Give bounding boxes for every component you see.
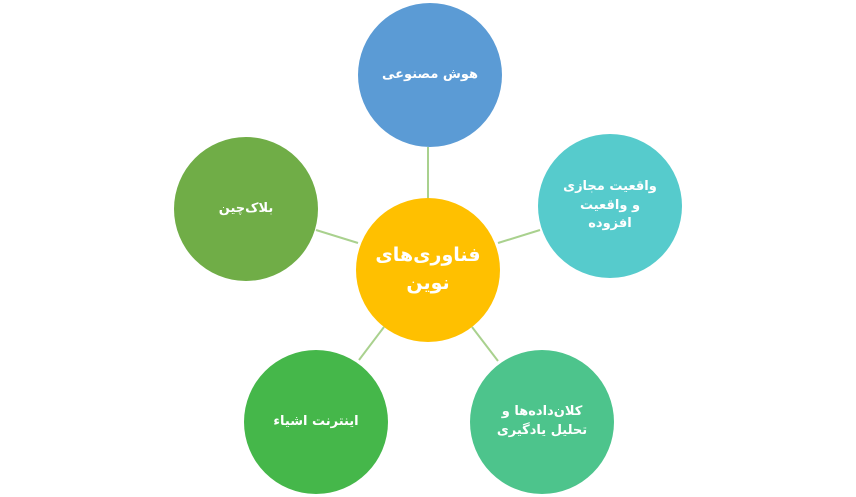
center-node-new-technologies: فناوری‌های نوین: [356, 198, 500, 342]
connector-vr: [497, 229, 541, 244]
node-virtual-augmented-reality: واقعیت مجازی و واقعیت افزوده: [538, 134, 682, 278]
center-node-label: فناوری‌های نوین: [375, 244, 481, 294]
node-label-blockchain: بلاک‌چین: [218, 200, 274, 216]
node-blockchain: بلاک‌چین: [174, 137, 318, 281]
node-big-data-learning-analytics: کلان‌داده‌ها و تحلیل یادگیری: [470, 350, 614, 494]
connector-iot: [358, 326, 385, 361]
node-label-iot: اینترنت اشیاء: [273, 413, 359, 429]
node-label-ai: هوش مصنوعی: [382, 66, 478, 82]
connector-blockchain: [315, 229, 359, 244]
node-internet-of-things: اینترنت اشیاء: [244, 350, 388, 494]
connector-bigdata: [471, 326, 499, 362]
node-label-bigdata: کلان‌داده‌ها و تحلیل یادگیری: [496, 404, 588, 438]
node-artificial-intelligence: هوش مصنوعی: [358, 3, 502, 147]
node-label-vr: واقعیت مجازی و واقعیت افزوده: [563, 178, 657, 232]
